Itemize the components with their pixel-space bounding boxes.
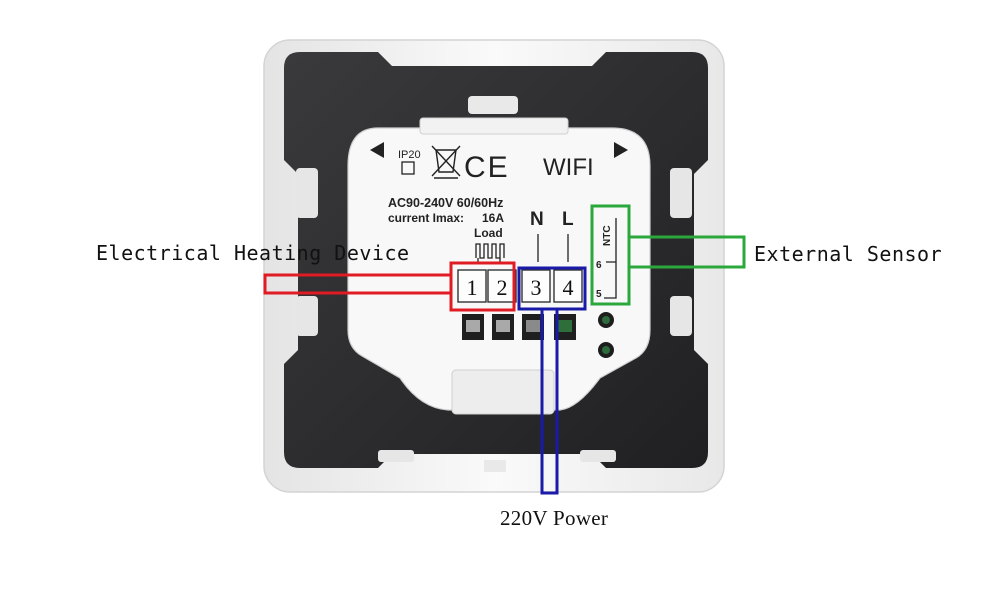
terminal-4-box: [553, 269, 583, 303]
plate-slot-top: [468, 96, 518, 114]
terminal-block: 1 2 3 4: [457, 269, 583, 303]
weee-bin-icon: [431, 145, 461, 179]
ce-mark: CE: [464, 151, 510, 184]
current-value: 16A: [482, 211, 504, 225]
corner-mark-right: [614, 142, 628, 158]
plate-slot-bottom-left: [378, 450, 414, 462]
wifi-label: WIFI: [543, 154, 594, 181]
current-label: current Imax:: [388, 211, 464, 225]
terminal-3-box: [521, 269, 551, 303]
ntc-label: NTC: [602, 225, 613, 246]
plate-slot-left-lower: [296, 296, 318, 336]
external-sensor-label: External Sensor: [754, 242, 943, 266]
power-label: 220V Power: [500, 506, 609, 530]
sensor-pin-6: 6: [596, 260, 602, 271]
heating-device-label: Electrical Heating Device: [96, 241, 410, 265]
heater-coil-icon: [475, 243, 505, 262]
terminal-screw-openings: [462, 312, 614, 358]
terminal-3-label: 3: [531, 275, 542, 300]
ip-rating-box-icon: [401, 161, 415, 175]
sensor-pin-5: 5: [596, 289, 602, 300]
live-label: L: [562, 209, 574, 230]
terminal-2-box: [487, 269, 517, 303]
ntc-bracket-line: [604, 218, 617, 299]
plate-slot-bottom-right: [580, 450, 616, 462]
terminal-2-label: 2: [497, 275, 508, 300]
module-bottom-block: [451, 369, 555, 415]
ip-rating-text: IP20: [398, 149, 421, 161]
terminal-1-label: 1: [467, 275, 478, 300]
plate-slot-right: [670, 168, 692, 218]
module-top-tab: [419, 117, 569, 135]
power-callout-bar: [540, 307, 559, 495]
module-bottom-tab: [484, 460, 506, 472]
sensor-callout-bar: [627, 235, 746, 269]
corner-mark-left: [370, 142, 384, 158]
voltage-spec: AC90-240V 60/60Hz: [388, 196, 503, 210]
terminal-4-label: 4: [563, 275, 574, 300]
plate-slot-left: [296, 168, 318, 218]
plate-slot-right-lower: [670, 296, 692, 336]
neutral-label: N: [530, 209, 544, 230]
load-label: Load: [474, 226, 503, 240]
heating-callout-bar: [263, 273, 453, 295]
terminal-1-box: [457, 269, 487, 303]
